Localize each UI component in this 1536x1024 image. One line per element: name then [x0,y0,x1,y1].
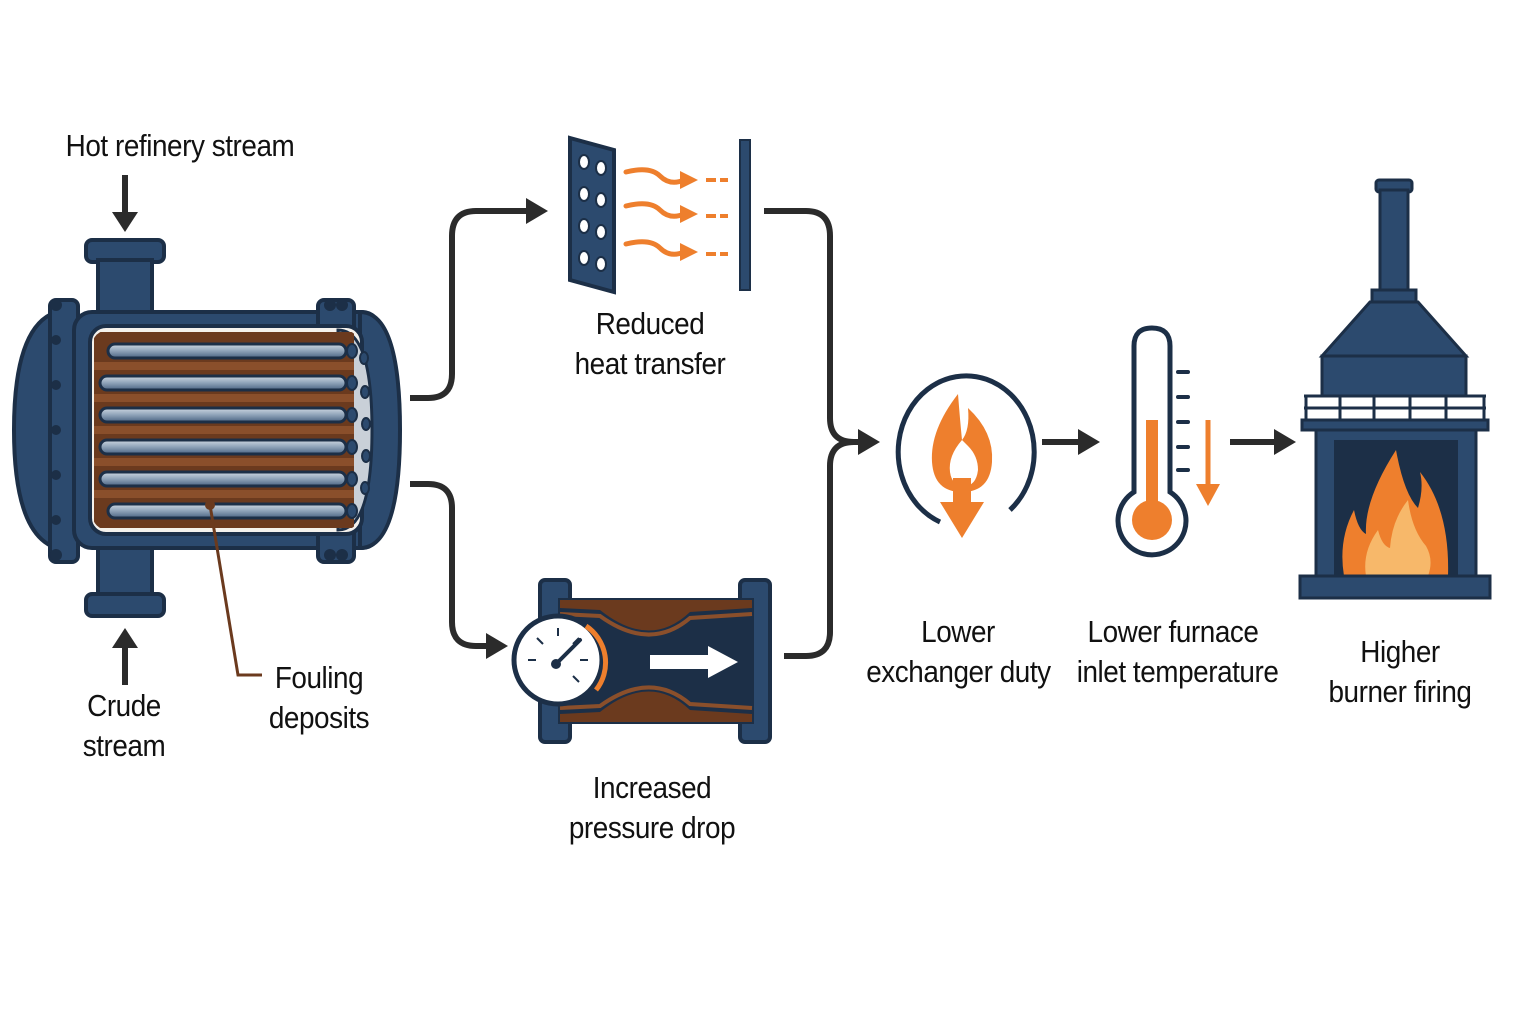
heat-transfer-plate-icon [568,135,751,295]
fouling-deposits-label: Fouling deposits [268,660,370,735]
crude-stream-inlet-arrow [112,628,138,685]
flame-down-arrow-icon [895,373,1037,538]
arrow-duty-to-temperature [1042,429,1100,455]
arrow-temperature-to-furnace [1230,429,1296,455]
connector-exchanger-to-pressure [410,481,508,659]
increased-pressure-drop-label: Increased pressure drop [568,770,736,845]
connector-exchanger-to-heat-transfer [410,198,548,401]
shell-and-tube-heat-exchanger-icon [11,175,403,685]
thermometer-down-icon [1115,325,1220,558]
hot-refinery-stream-label: Hot refinery stream [65,128,295,163]
fouling-leader-line [205,500,262,677]
connector-heat-transfer-to-duty [764,208,862,445]
lower-furnace-inlet-temperature-label: Lower furnace inlet temperature [1076,614,1279,689]
fired-furnace-icon [1298,178,1492,600]
fouled-pipe-pressure-gauge-icon [511,578,772,744]
higher-burner-firing-label: Higher burner firing [1328,634,1472,709]
connector-pressure-to-duty [784,429,880,659]
hot-stream-inlet-arrow [112,175,138,232]
reduced-heat-transfer-label: Reduced heat transfer [574,306,726,381]
lower-exchanger-duty-label: Lower exchanger duty [866,614,1051,689]
crude-stream-label: Crude stream [82,688,166,763]
